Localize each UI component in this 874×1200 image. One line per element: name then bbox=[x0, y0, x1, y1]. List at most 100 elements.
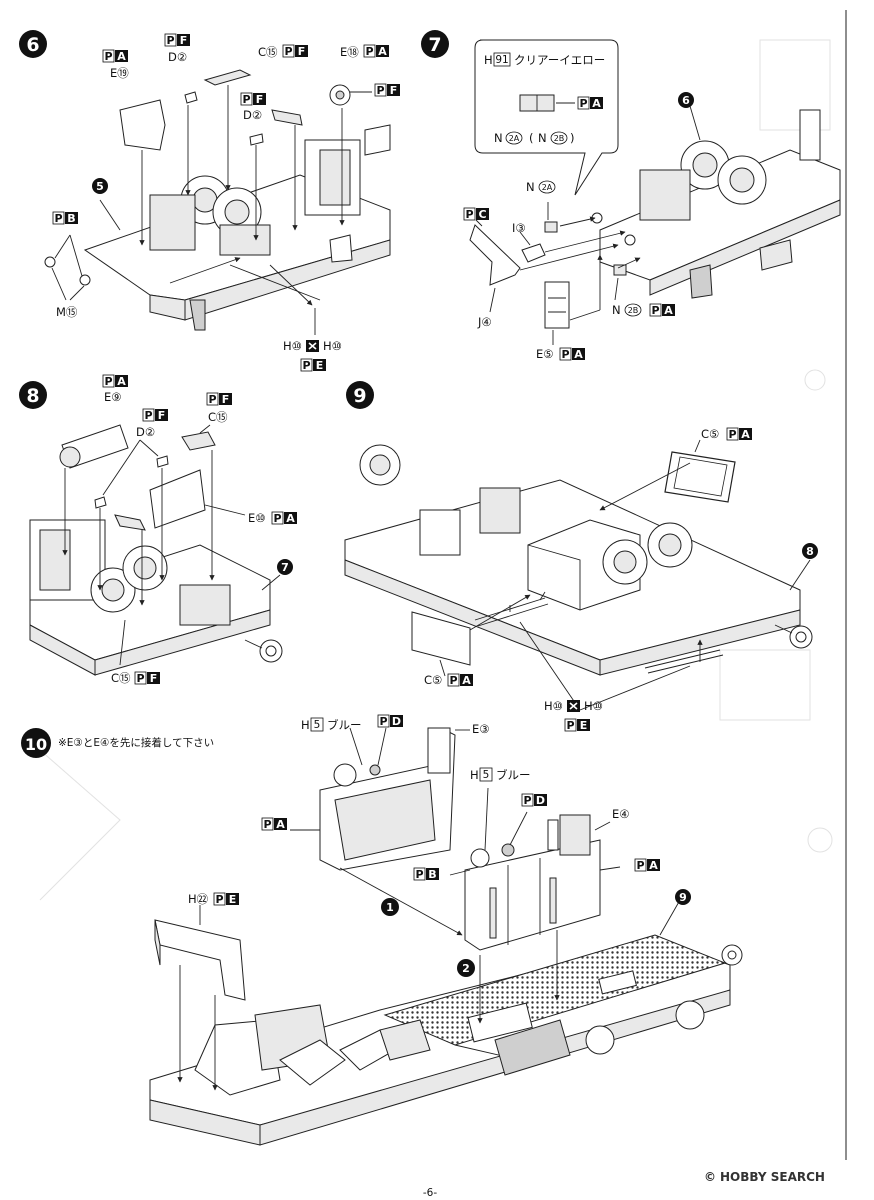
callout-tag: A bbox=[741, 428, 750, 441]
step-10-tag-p: P bbox=[215, 893, 223, 906]
callout-tag: C bbox=[478, 208, 486, 221]
page-number: -6- bbox=[423, 1187, 437, 1199]
step-10-tag-p: P bbox=[636, 859, 644, 872]
callout-number: 5 bbox=[314, 719, 321, 731]
step-8-labels: P A E⑨ P F D② P F C⑮ E⑩ P A C⑮ P F bbox=[102, 374, 297, 685]
step-8-badge bbox=[19, 381, 47, 409]
callout-tag: D bbox=[392, 715, 401, 728]
step-10-number: 10 bbox=[25, 735, 47, 754]
step-6-tag-p: P bbox=[376, 84, 384, 97]
ref-number: 8 bbox=[806, 545, 814, 558]
callout-code: C⑮ bbox=[111, 671, 131, 685]
callout-code: C⑮ bbox=[208, 410, 228, 424]
callout-tag: A bbox=[117, 50, 126, 63]
callout-code: I③ bbox=[512, 221, 526, 235]
step-6-labels: P A E⑲ P F D② C⑮ P F E⑱ P A P F P bbox=[52, 33, 400, 372]
callout-code: C⑤ bbox=[701, 427, 719, 441]
inset-paren-open: ( bbox=[529, 131, 534, 145]
callout-tag: E bbox=[580, 719, 588, 732]
callout-tag: A bbox=[117, 375, 126, 388]
callout-code: H⑩ bbox=[584, 699, 603, 713]
order-number: 1 bbox=[386, 901, 394, 914]
step-8-tag-p: P bbox=[208, 393, 216, 406]
callout-tag: F bbox=[390, 84, 398, 97]
ref-number: 9 bbox=[679, 891, 687, 904]
inset-paren-close: ) bbox=[570, 131, 575, 145]
inset-caption-a: N bbox=[494, 131, 503, 145]
step-9-tag-p: P bbox=[566, 719, 574, 732]
callout-tag: A bbox=[574, 348, 583, 361]
step-9-chassis bbox=[344, 444, 813, 676]
join-icon bbox=[569, 702, 578, 710]
callout-tag: F bbox=[180, 34, 188, 47]
callout-code: E⑲ bbox=[110, 66, 129, 80]
inset-caption-b-sub: 2B bbox=[554, 134, 565, 143]
inset-part-number: 91 bbox=[495, 54, 508, 66]
ref-badge bbox=[678, 92, 694, 108]
watermark: © HOBBY SEARCH bbox=[704, 1170, 825, 1184]
callout-tag: F bbox=[222, 393, 230, 406]
step-6-badge bbox=[19, 30, 47, 58]
order-badge bbox=[457, 959, 475, 977]
step-10-labels: H 5 ブルー P D E③ P A H 5 ブルー P D E④ P bbox=[188, 714, 691, 977]
callout-code: E⑱ bbox=[340, 45, 359, 59]
callout-code: E⑨ bbox=[104, 390, 122, 404]
step-7-labels: N 2A P C I③ J④ N 2B P A E⑤ P A 6 bbox=[463, 92, 694, 361]
callout-tag: E bbox=[229, 893, 237, 906]
step-10-chassis bbox=[149, 934, 743, 1146]
callout-code: H⑩ bbox=[323, 339, 342, 353]
callout-code: E⑤ bbox=[536, 347, 554, 361]
callout-color: ブルー bbox=[496, 768, 531, 782]
step-8-tag-p: P bbox=[144, 409, 152, 422]
callout-color: ブルー bbox=[327, 718, 362, 732]
callout-tag: A bbox=[378, 45, 387, 58]
step-10-note: ※E③とE④を先に接着して下さい bbox=[58, 736, 214, 749]
step-9-tag-p: P bbox=[728, 428, 736, 441]
step-10-tag-p: P bbox=[263, 818, 271, 831]
callout-code: C⑮ bbox=[258, 45, 278, 59]
watermark-brand: HOBBY SEARCH bbox=[720, 1170, 825, 1184]
ref-badge bbox=[675, 889, 691, 905]
inset-tag: A bbox=[592, 97, 601, 110]
order-badge bbox=[381, 898, 399, 916]
step-6-tag-p: P bbox=[365, 45, 373, 58]
ref-number: 7 bbox=[281, 561, 289, 574]
callout-code: E④ bbox=[612, 807, 630, 821]
step-10-tag-p: P bbox=[415, 868, 423, 881]
ref-badge bbox=[92, 178, 108, 194]
step-9-leaders bbox=[439, 439, 811, 711]
callout-code: D② bbox=[136, 425, 155, 439]
callout-code: J④ bbox=[477, 315, 492, 329]
callout-tag: B bbox=[67, 212, 75, 225]
step-6-number: 6 bbox=[26, 34, 39, 56]
step-10-part-e3 bbox=[319, 727, 456, 871]
step-8-tag-p: P bbox=[273, 512, 281, 525]
callout-sub: 2A bbox=[542, 183, 553, 192]
step-7-inset: H 91 クリアーイエロー P A N 2A ( N 2B ) bbox=[474, 39, 619, 196]
step-7-tag-p: P bbox=[651, 304, 659, 317]
callout-tag: F bbox=[298, 45, 306, 58]
step-10-tag-p: P bbox=[379, 715, 387, 728]
callout-code: N bbox=[526, 180, 535, 194]
step-6-tag-p: P bbox=[284, 45, 292, 58]
ref-number: 6 bbox=[682, 94, 690, 107]
step-10-part-h22 bbox=[154, 919, 246, 1001]
step-6-tag-p: P bbox=[54, 212, 62, 225]
callout-tag: A bbox=[462, 674, 471, 687]
step-6-tag-p: P bbox=[242, 93, 250, 106]
callout-code: N bbox=[612, 303, 621, 317]
step-7-chassis bbox=[599, 109, 841, 299]
callout-tag: B bbox=[428, 868, 436, 881]
step-8-chassis bbox=[29, 519, 283, 676]
callout-tag: F bbox=[256, 93, 264, 106]
watermark-copyright: © bbox=[704, 1170, 716, 1184]
step-10: 10 ※E③とE④を先に接着して下さい bbox=[21, 714, 743, 1146]
callout-number: 5 bbox=[483, 769, 490, 781]
step-10-part-e4 bbox=[464, 814, 601, 951]
step-9-badge bbox=[346, 381, 374, 409]
step-8-leaders bbox=[62, 424, 281, 666]
callout-tag: D bbox=[536, 794, 545, 807]
callout-code: H bbox=[470, 768, 479, 782]
step-6-leaders bbox=[51, 85, 372, 335]
